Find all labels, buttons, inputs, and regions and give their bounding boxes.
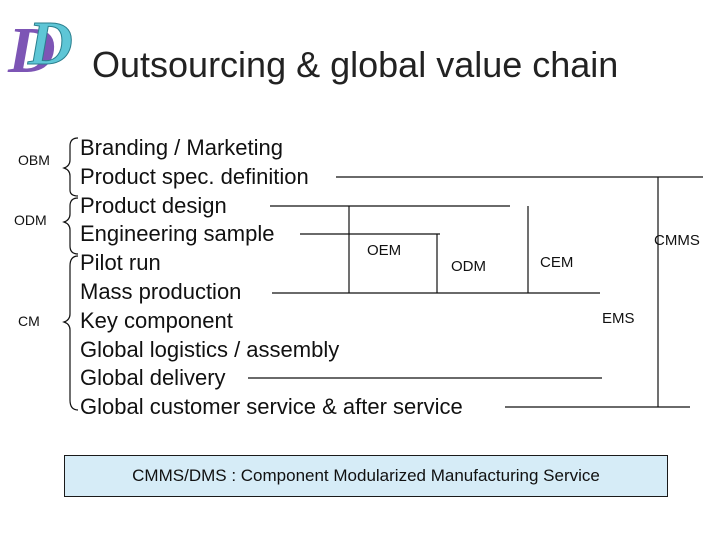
chain-label-odm: ODM xyxy=(451,258,486,275)
odm-brace xyxy=(62,197,79,255)
step-global-delivery: Global delivery xyxy=(80,365,226,390)
page-title: Outsourcing & global value chain xyxy=(92,44,619,85)
footnote-text: CMMS/DMS : Component Modularized Manufac… xyxy=(132,466,600,485)
logo-letter-front: D xyxy=(27,10,73,78)
chain-label-cmms: CMMS xyxy=(654,232,700,249)
step-key-component: Key component xyxy=(80,308,233,333)
step-product-spec: Product spec. definition xyxy=(80,164,309,189)
footnote-box: CMMS/DMS : Component Modularized Manufac… xyxy=(64,455,668,497)
chain-label-cem: CEM xyxy=(540,254,574,271)
step-mass-production: Mass production xyxy=(80,279,242,304)
step-pilot-run: Pilot run xyxy=(80,250,161,275)
step-branding: Branding / Marketing xyxy=(80,135,283,160)
obm-brace xyxy=(62,137,79,197)
step-product-design: Product design xyxy=(80,193,227,218)
step-global-customer-service: Global customer service & after service xyxy=(80,394,463,419)
logo-letter-back: D xyxy=(7,14,56,86)
chain-label-oem: OEM xyxy=(367,242,402,259)
step-engineering-sample: Engineering sample xyxy=(80,221,275,246)
cm-brace xyxy=(62,255,79,411)
dd-logo: D D xyxy=(7,10,73,87)
left-label-cm: CM xyxy=(18,313,40,329)
step-global-logistics: Global logistics / assembly xyxy=(80,337,340,362)
left-label-odm: ODM xyxy=(14,212,47,228)
left-label-obm: OBM xyxy=(18,152,50,168)
chain-label-ems: EMS xyxy=(602,310,635,327)
